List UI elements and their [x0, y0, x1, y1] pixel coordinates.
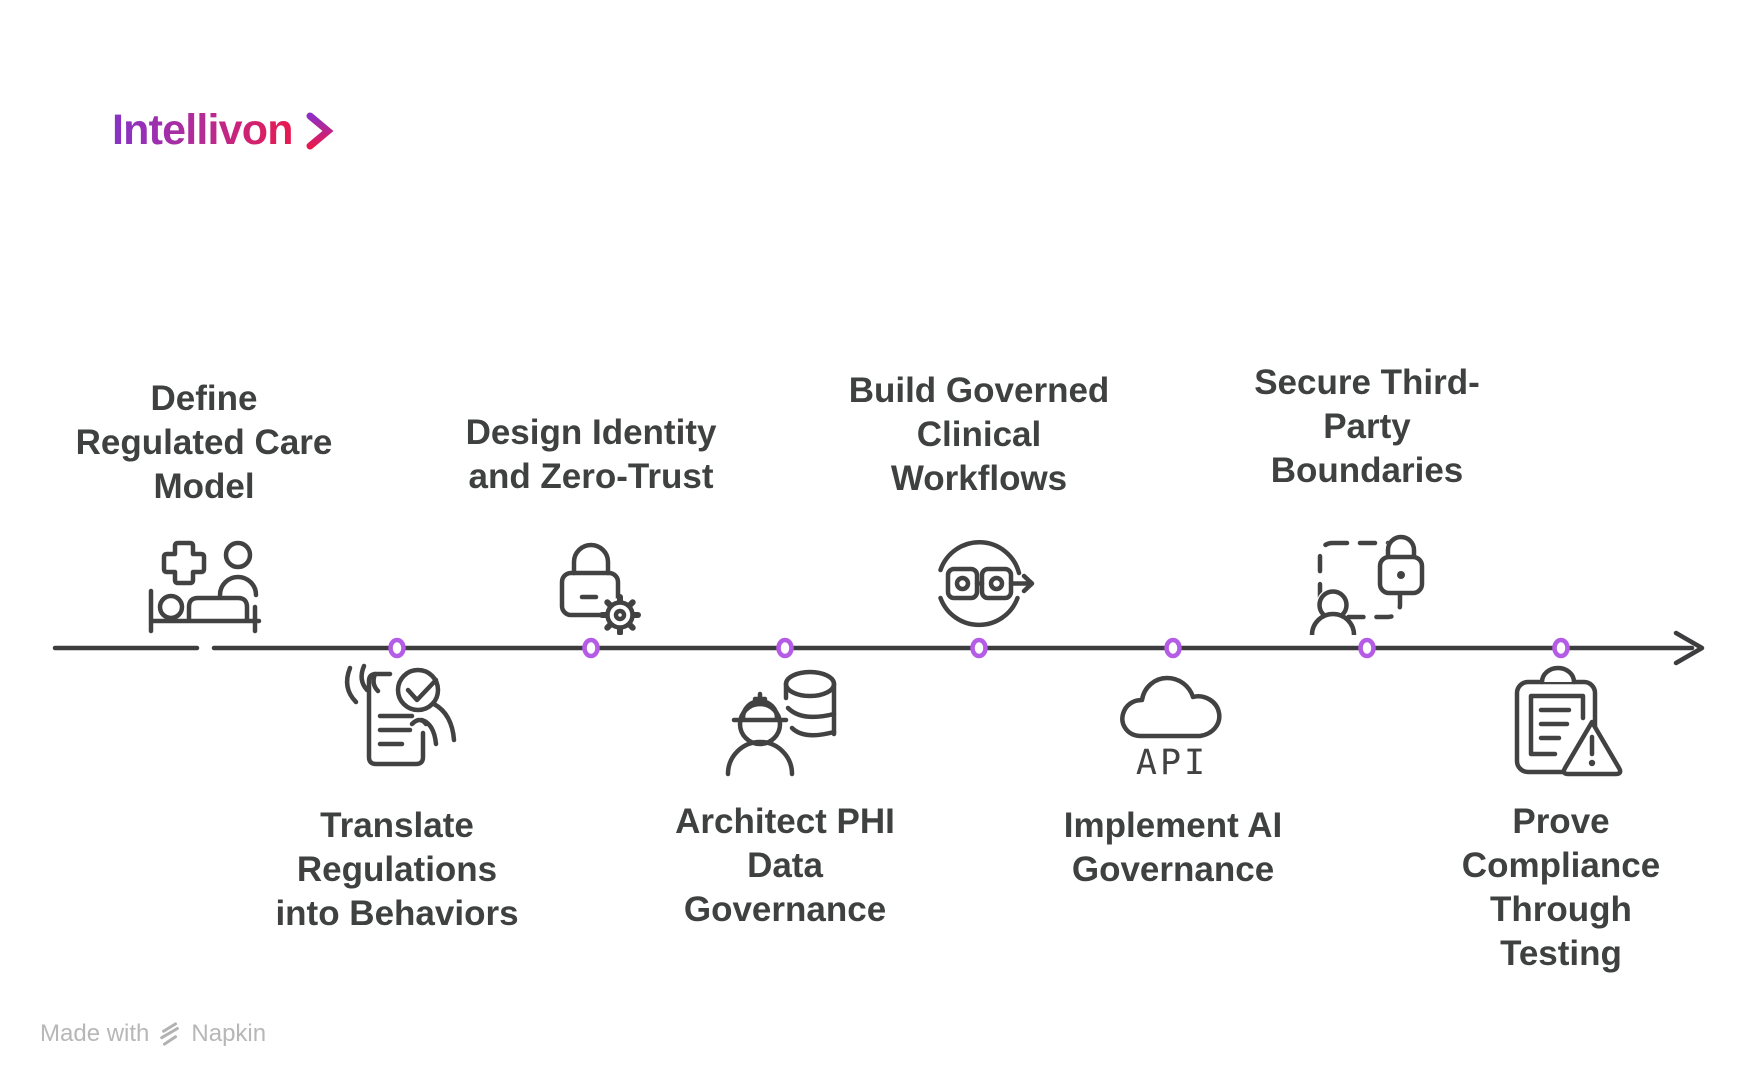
- clipboard-clip: [1539, 665, 1577, 685]
- clipboard-page: [1528, 693, 1586, 757]
- workflow-loop-arrow-icon: [938, 540, 1035, 628]
- workflow-node: [979, 566, 1014, 601]
- clipboard-lines: [1538, 707, 1572, 741]
- step-title: Prove Compliance Through Testing: [1461, 802, 1661, 973]
- patient-head: [157, 593, 185, 621]
- warning-dot: [1588, 759, 1596, 767]
- lock-body: [559, 570, 621, 618]
- loop-bottom-arc: [938, 595, 1020, 628]
- made-with-napkin-credit: Made with Napkin: [40, 1020, 266, 1048]
- footer-brand: Napkin: [191, 1020, 267, 1047]
- timeline-dot: [388, 637, 406, 659]
- gear-body: [605, 600, 635, 630]
- lock-gear-icon: [559, 542, 641, 635]
- logo-chevron-icon: [306, 112, 334, 149]
- step-implement-ai-governance: API Implement AI Governance: [1003, 660, 1343, 892]
- napkin-logo-icon: [160, 1022, 180, 1046]
- timeline-axis: [52, 630, 1705, 666]
- hard-hat-dome: [740, 698, 780, 721]
- timeline-dot: [582, 637, 600, 659]
- person-shoulders: [217, 574, 259, 598]
- database-bands: [785, 705, 837, 738]
- bed-blanket: [186, 595, 250, 622]
- lock-dot: [1397, 571, 1405, 579]
- lock-shackle: [1385, 534, 1417, 560]
- api-label: API: [1136, 743, 1208, 782]
- step-title: Build Governed Clinical Workflows: [848, 371, 1110, 498]
- person-head: [223, 540, 253, 570]
- step-title: Design Identity and Zero-Trust: [465, 413, 717, 496]
- lock-shackle: [571, 542, 611, 576]
- step-build-governed-clinical-workflows: Build Governed Clinical Workflows: [809, 338, 1149, 635]
- step-prove-compliance-through-testing: Prove Compliance Through Testing: [1391, 660, 1731, 976]
- cloud-outline: [1120, 675, 1222, 739]
- step-design-identity-and-zero-trust: Design Identity and Zero-Trust: [421, 338, 761, 635]
- gear-center: [613, 608, 627, 622]
- timeline-dot: [1164, 637, 1182, 659]
- right-hand: [409, 701, 457, 747]
- step-title: Secure Third- Party Boundaries: [1254, 363, 1480, 490]
- check-mark: [405, 677, 439, 703]
- step-architect-phi-data-governance: Architect PHI Data Governance: [615, 660, 955, 932]
- timeline-arrowhead-icon: [1673, 630, 1705, 666]
- bed-frame: [148, 588, 262, 634]
- intellivon-logo: Intellivon: [112, 106, 336, 155]
- step-define-regulated-care-model: Define Regulated Care Model: [34, 338, 374, 635]
- workflow-node: [945, 566, 980, 601]
- logo-wordmark: Intellivon: [112, 106, 294, 154]
- engineer-shoulders: [725, 739, 795, 777]
- footer-prefix: Made with: [40, 1020, 150, 1047]
- hands-document-check-icon: [344, 663, 457, 767]
- database-sides: [783, 681, 837, 737]
- left-hand: [344, 663, 381, 705]
- step-title: Define Regulated Care Model: [75, 379, 333, 506]
- dashed-boundary-lock-user-icon: [1309, 534, 1425, 635]
- node-dot: [954, 575, 971, 592]
- timeline-dot: [970, 637, 988, 659]
- step-translate-regulations-into-behaviors: Translate Regulations into Behaviors: [227, 660, 567, 936]
- user-shoulders: [1309, 611, 1357, 635]
- node-dot: [988, 575, 1005, 592]
- check-circle: [395, 667, 441, 713]
- flow-arrow: [1008, 573, 1035, 594]
- clipboard-warning-icon: [1514, 665, 1623, 777]
- document-outline: [366, 671, 426, 767]
- step-title: Translate Regulations into Behaviors: [275, 806, 519, 933]
- timeline-dot: [1552, 637, 1570, 659]
- cloud-api-icon: API: [1120, 675, 1222, 782]
- step-title: Implement AI Governance: [1063, 806, 1283, 889]
- engineer-database-icon: [725, 669, 837, 777]
- patient-bed-cross-icon: [148, 540, 262, 634]
- medical-cross-icon: [161, 540, 207, 586]
- timeline-dot: [776, 637, 794, 659]
- loop-top-arc: [938, 540, 1022, 576]
- timeline-dot: [1358, 637, 1376, 659]
- document-lines: [377, 713, 415, 747]
- database-top: [783, 669, 837, 699]
- step-secure-third-party-boundaries: Secure Third- Party Boundaries: [1197, 338, 1537, 635]
- step-title: Architect PHI Data Governance: [675, 802, 895, 929]
